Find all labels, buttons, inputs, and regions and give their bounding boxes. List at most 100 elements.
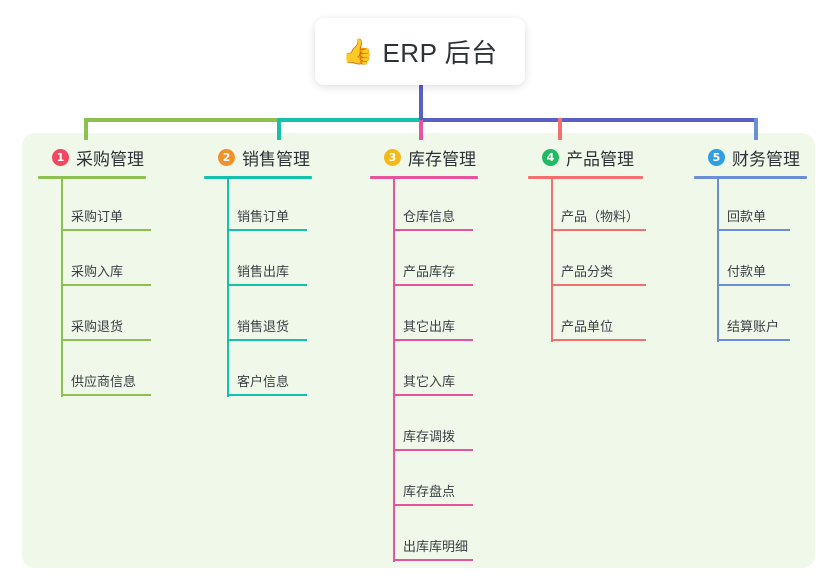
branch-items: 回款单付款单结算账户 bbox=[694, 179, 807, 344]
branch-spine bbox=[227, 179, 229, 397]
branch-number-badge: 2 bbox=[218, 148, 235, 166]
branch-4: 4 产品管理产品（物料） 产品分类产品单位 bbox=[528, 145, 646, 344]
branch-header-4[interactable]: 4 产品管理 bbox=[528, 145, 643, 169]
branch-item[interactable]: 仓库信息 bbox=[370, 179, 478, 234]
branch-title: 库存管理 bbox=[408, 149, 476, 169]
branch-items: 销售订单销售出库销售退货客户信息 bbox=[204, 179, 312, 399]
root-node[interactable]: 👍 ERP 后台 bbox=[315, 18, 525, 85]
branch-spine bbox=[717, 179, 719, 342]
branch-items: 产品（物料） 产品分类产品单位 bbox=[528, 179, 646, 344]
branch-item-rule bbox=[393, 229, 473, 231]
branch-item[interactable]: 库存盘点 bbox=[370, 454, 478, 509]
bus-segment-1 bbox=[84, 118, 277, 122]
branch-title: 产品管理 bbox=[566, 149, 634, 169]
branch-item-rule bbox=[393, 449, 473, 451]
branch-spine bbox=[61, 179, 63, 397]
branch-item-label: 库存调拨 bbox=[403, 429, 456, 444]
branch-drop-2 bbox=[277, 118, 281, 140]
branch-item-rule bbox=[61, 284, 151, 286]
branch-item[interactable]: 销售退货 bbox=[204, 289, 312, 344]
branch-drop-5 bbox=[754, 118, 758, 140]
branch-item-rule bbox=[61, 339, 151, 341]
branch-header-3[interactable]: 3 库存管理 bbox=[370, 145, 478, 169]
branch-item[interactable]: 产品（物料） bbox=[528, 179, 646, 234]
bus-segment-3 bbox=[419, 118, 754, 122]
branch-item[interactable]: 产品单位 bbox=[528, 289, 646, 344]
branch-item-rule bbox=[227, 229, 307, 231]
branch-item-label: 出库库明细 bbox=[403, 539, 469, 554]
branch-item-rule bbox=[717, 284, 790, 286]
branches-panel bbox=[22, 133, 815, 568]
branch-item-rule bbox=[551, 339, 646, 341]
root-stem-connector bbox=[419, 85, 423, 120]
branch-item-label: 其它出库 bbox=[403, 319, 456, 334]
branch-item-rule bbox=[227, 284, 307, 286]
branch-item-label: 产品（物料） bbox=[561, 209, 640, 224]
branch-drop-1 bbox=[84, 118, 88, 140]
branch-item-label: 采购入库 bbox=[71, 264, 124, 279]
branch-drop-4 bbox=[558, 118, 562, 140]
branch-header-5[interactable]: 5 财务管理 bbox=[694, 145, 807, 169]
branch-header-rule bbox=[694, 176, 807, 179]
branch-title: 销售管理 bbox=[242, 149, 310, 169]
branch-item[interactable]: 其它入库 bbox=[370, 344, 478, 399]
branch-item-rule bbox=[551, 284, 646, 286]
branch-item-label: 回款单 bbox=[727, 209, 767, 224]
branch-item-label: 销售退货 bbox=[237, 319, 290, 334]
branch-number-badge: 5 bbox=[708, 148, 725, 166]
branch-item-label: 其它入库 bbox=[403, 374, 456, 389]
branch-item-rule bbox=[551, 229, 646, 231]
branch-spine bbox=[393, 179, 395, 562]
branch-item[interactable]: 销售出库 bbox=[204, 234, 312, 289]
branch-item[interactable]: 采购订单 bbox=[38, 179, 151, 234]
branch-header-rule bbox=[204, 176, 312, 179]
branch-item-label: 产品库存 bbox=[403, 264, 456, 279]
branch-item-rule bbox=[393, 284, 473, 286]
branch-item-label: 仓库信息 bbox=[403, 209, 456, 224]
branch-header-2[interactable]: 2 销售管理 bbox=[204, 145, 312, 169]
branch-item-rule bbox=[61, 229, 151, 231]
branch-item-label: 客户信息 bbox=[237, 374, 290, 389]
branch-item[interactable]: 客户信息 bbox=[204, 344, 312, 399]
branch-item[interactable]: 供应商信息 bbox=[38, 344, 151, 399]
branch-item[interactable]: 回款单 bbox=[694, 179, 807, 234]
branch-item-label: 销售出库 bbox=[237, 264, 290, 279]
branch-item-label: 付款单 bbox=[727, 264, 767, 279]
branch-item[interactable]: 产品分类 bbox=[528, 234, 646, 289]
branch-item-label: 结算账户 bbox=[727, 319, 780, 334]
branch-item[interactable]: 采购退货 bbox=[38, 289, 151, 344]
branch-number-badge: 4 bbox=[542, 148, 559, 166]
branch-item[interactable]: 结算账户 bbox=[694, 289, 807, 344]
branch-item-rule bbox=[227, 394, 307, 396]
branch-title: 采购管理 bbox=[76, 149, 144, 169]
branch-item-rule bbox=[393, 339, 473, 341]
branch-item[interactable]: 销售订单 bbox=[204, 179, 312, 234]
branch-number-badge: 3 bbox=[384, 148, 401, 166]
branch-item-rule bbox=[393, 504, 473, 506]
root-node-label: ERP 后台 bbox=[382, 38, 498, 68]
branch-items: 采购订单采购入库采购退货供应商信息 bbox=[38, 179, 151, 399]
branch-header-rule bbox=[528, 176, 643, 179]
branch-item-rule bbox=[61, 394, 151, 396]
branch-item-label: 销售订单 bbox=[237, 209, 290, 224]
branch-item-label: 库存盘点 bbox=[403, 484, 456, 499]
branch-2: 2 销售管理销售订单销售出库销售退货客户信息 bbox=[204, 145, 312, 399]
branch-header-rule bbox=[370, 176, 478, 179]
thumbs-up-icon: 👍 bbox=[342, 37, 374, 66]
branch-item[interactable]: 其它出库 bbox=[370, 289, 478, 344]
branch-item-rule bbox=[227, 339, 307, 341]
branch-item[interactable]: 出库库明细 bbox=[370, 509, 478, 564]
branch-item-label: 采购订单 bbox=[71, 209, 124, 224]
branch-header-rule bbox=[38, 176, 146, 179]
branch-title: 财务管理 bbox=[732, 149, 800, 169]
branch-item[interactable]: 付款单 bbox=[694, 234, 807, 289]
branch-item[interactable]: 采购入库 bbox=[38, 234, 151, 289]
branch-item-label: 供应商信息 bbox=[71, 374, 137, 389]
branch-item-rule bbox=[717, 339, 790, 341]
branch-5: 5 财务管理回款单付款单结算账户 bbox=[694, 145, 807, 344]
branch-item[interactable]: 产品库存 bbox=[370, 234, 478, 289]
branch-spine bbox=[551, 179, 553, 342]
branch-item[interactable]: 库存调拨 bbox=[370, 399, 478, 454]
